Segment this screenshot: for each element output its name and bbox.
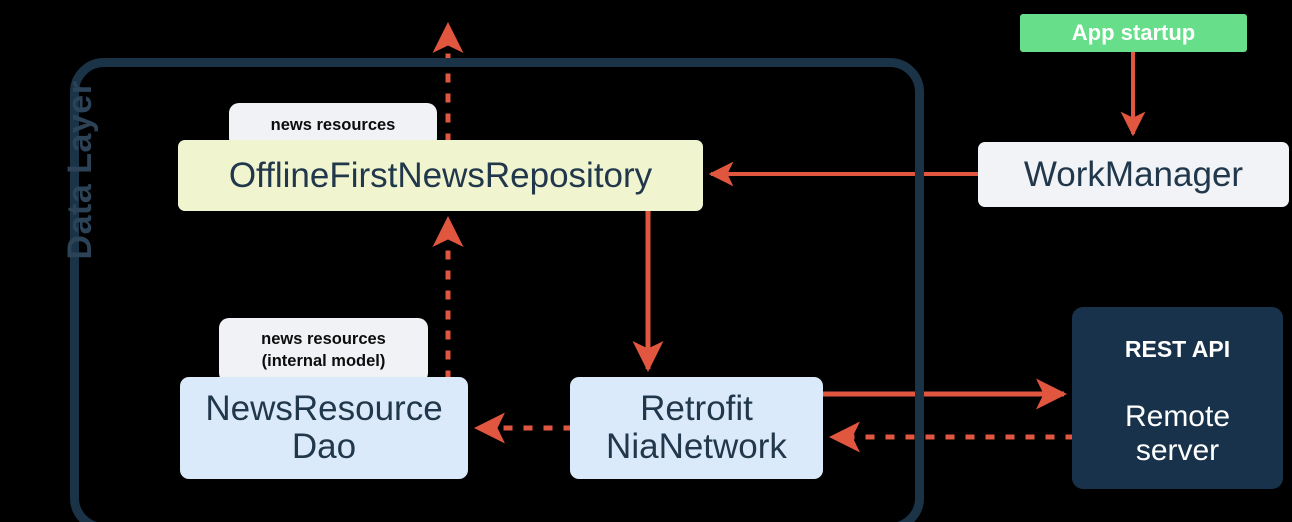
node-work-manager[interactable]: WorkManager bbox=[978, 142, 1289, 207]
node-dao-label-line1: NewsResource bbox=[205, 389, 443, 429]
node-app-startup[interactable]: App startup bbox=[1020, 14, 1247, 52]
tag-internal-line2: (internal model) bbox=[261, 351, 386, 370]
node-server-label-line1: Remote bbox=[1124, 399, 1231, 433]
node-server-label-line2: server bbox=[1135, 434, 1220, 468]
tag-news-resources-label: news resources bbox=[270, 115, 396, 134]
tag-internal-line1: news resources bbox=[261, 330, 386, 349]
node-retrofit-label-line1: Retrofit bbox=[640, 389, 753, 429]
node-offline-first-news-repository[interactable]: OfflineFirstNewsRepository bbox=[178, 140, 703, 211]
node-retrofit-label-line2: NiaNetwork bbox=[606, 427, 787, 466]
node-app-startup-label: App startup bbox=[1071, 20, 1196, 46]
node-dao-label-line2: Dao bbox=[291, 427, 357, 466]
node-server-api-label: REST API bbox=[1124, 336, 1231, 362]
node-retrofit-nia-network[interactable]: Retrofit NiaNetwork bbox=[570, 377, 823, 479]
node-news-resource-dao[interactable]: NewsResource Dao bbox=[180, 377, 468, 479]
node-work-manager-label: WorkManager bbox=[1023, 154, 1244, 194]
node-repository-label: OfflineFirstNewsRepository bbox=[228, 155, 653, 195]
tag-news-resources-internal-model: news resources (internal model) bbox=[219, 318, 428, 383]
data-layer-container bbox=[70, 58, 924, 522]
node-remote-server[interactable]: REST API Remote server bbox=[1072, 307, 1283, 489]
data-layer-label: Data Layer bbox=[60, 80, 99, 260]
